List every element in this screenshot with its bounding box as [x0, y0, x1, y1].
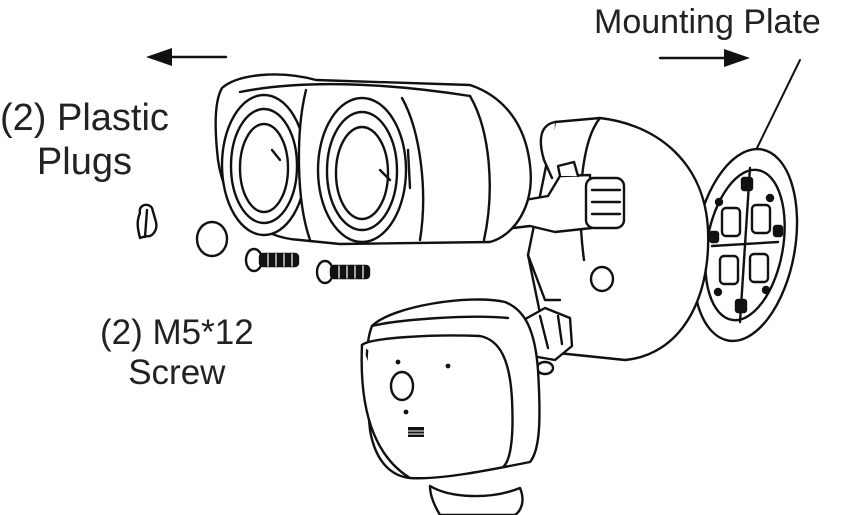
mounting-plate-label: Mounting Plate [594, 3, 821, 41]
screw-label: (2) M5*12 Screw [100, 313, 254, 393]
screw-label-line2: Screw [128, 353, 226, 392]
screw-2 [315, 259, 371, 285]
arrow-right-icon [658, 49, 750, 67]
screw-1 [244, 247, 300, 273]
mounting-plate [691, 147, 799, 343]
plastic-plugs-label-line2: Plugs [36, 141, 132, 183]
plastic-plug [195, 220, 229, 258]
arrow-left-icon [146, 48, 228, 66]
plastic-plugs-label: (2) Plastic Plugs [0, 96, 169, 184]
camera-body [360, 298, 541, 515]
plastic-plug-open [136, 203, 158, 240]
screw-label-line1: (2) M5*12 [100, 313, 254, 352]
floodlight-housing [214, 73, 532, 246]
mounting-plate-leader [756, 59, 801, 149]
plastic-plugs-label-line1: (2) Plastic [0, 97, 169, 139]
